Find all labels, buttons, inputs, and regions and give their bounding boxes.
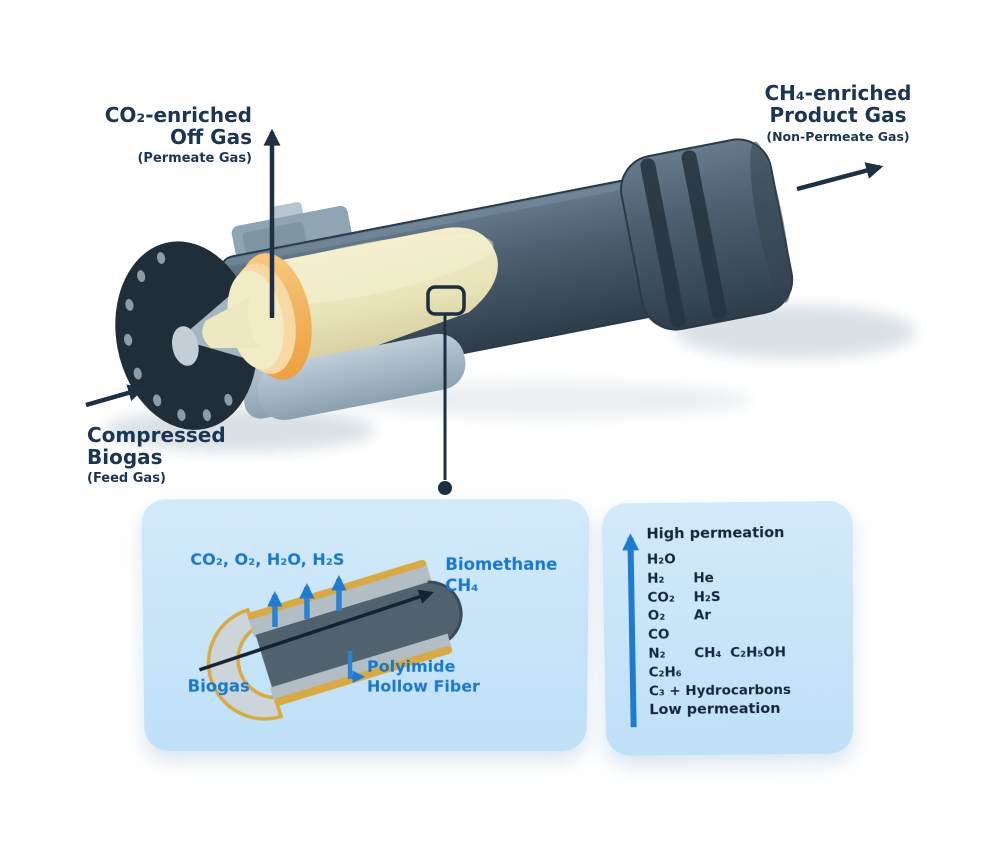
low-permeation-label: Low permeation xyxy=(649,700,781,719)
permeation-row: H₂ He xyxy=(647,569,826,590)
hollow-fiber-illustration xyxy=(141,499,589,751)
gas-formula: CO₂ xyxy=(647,589,675,606)
permeation-row: N₂ CH₄ C₂H₅OH xyxy=(648,644,826,665)
gas-formula: C₂H₆ xyxy=(648,664,682,681)
permeation-row: C₂H₆ xyxy=(649,663,827,684)
high-permeation-label: High permeation xyxy=(646,524,785,543)
gas-formula: C₂H₅OH xyxy=(730,644,787,661)
gas-formula: CH₄ xyxy=(694,645,722,662)
gas-formula: O₂ xyxy=(647,608,666,625)
product-gas-line1: CH₄-enriched xyxy=(764,81,912,105)
permeation-row: C₃ + Hydrocarbons xyxy=(649,681,827,701)
end-cap xyxy=(620,138,794,331)
off-gas-line2: Off Gas xyxy=(170,125,252,150)
product-gas-arrow xyxy=(796,162,884,192)
feed-gas-line3: (Feed Gas) xyxy=(87,470,166,486)
biomethane-label: Biomethane CH₄ xyxy=(445,554,557,597)
polyimide-label: Polyimide Hollow Fiber xyxy=(367,657,480,696)
center-hub xyxy=(171,326,199,366)
permeation-scale-arrow xyxy=(630,538,633,728)
tube-highlight xyxy=(225,173,673,267)
inspection-callout xyxy=(426,285,466,495)
permeation-row: CO₂ H₂S xyxy=(647,588,826,609)
off-gas-label: CO₂-enriched Off Gas (Permeate Gas) xyxy=(56,104,252,166)
gas-formula: H₂O xyxy=(646,551,676,568)
gas-formula: He xyxy=(693,569,714,587)
gas-formula: H₂ xyxy=(647,570,665,587)
permeating-gases-label: CO₂, O₂, H₂O, H₂S xyxy=(190,549,345,569)
permeation-row: CO xyxy=(648,625,827,646)
gas-formula: CO xyxy=(647,626,670,643)
gas-formula: C₃ + Hydrocarbons xyxy=(648,681,792,699)
polyimide-line1: Polyimide xyxy=(366,656,456,676)
feed-gas-label: Compressed Biogas (Feed Gas) xyxy=(87,424,287,486)
permeation-scale-panel: High permeation H₂O H₂ He CO₂ H₂S O₂ Ar xyxy=(602,501,854,756)
product-gas-line3: (Non-Permeate Gas) xyxy=(766,128,910,144)
gas-formula: Ar xyxy=(693,607,712,624)
bolt-holes xyxy=(123,252,233,422)
permeation-row: H₂O xyxy=(647,550,827,571)
gas-formula: N₂ xyxy=(648,645,666,662)
off-gas-line1: CO₂-enriched xyxy=(104,103,252,127)
hollow-fiber-inset-panel: CO₂, O₂, H₂O, H₂S Biomethane CH₄ Biogas … xyxy=(141,499,589,751)
feed-gas-line2: Biogas xyxy=(87,445,163,470)
gas-formula: H₂S xyxy=(693,588,721,605)
callout-dot xyxy=(438,481,452,495)
membrane-module xyxy=(115,138,794,430)
hollow-fiber-shell xyxy=(194,558,475,733)
polyimide-line2: Hollow Fiber xyxy=(366,676,480,696)
product-gas-line2: Product Gas xyxy=(769,103,907,128)
feed-gas-line1: Compressed xyxy=(87,423,226,447)
off-gas-line3: (Permeate Gas) xyxy=(137,150,252,166)
biomethane-line2: CH₄ xyxy=(445,576,479,596)
permeation-rows: H₂O H₂ He CO₂ H₂S O₂ Ar CO xyxy=(647,550,827,702)
biogas-label: Biogas xyxy=(187,676,250,696)
permeation-row: O₂ Ar xyxy=(648,606,827,627)
biomethane-line1: Biomethane xyxy=(445,554,558,574)
core-funnel xyxy=(202,296,261,349)
feed-gas-arrow xyxy=(85,384,146,408)
product-gas-label: CH₄-enriched Product Gas (Non-Permeate G… xyxy=(736,82,940,144)
